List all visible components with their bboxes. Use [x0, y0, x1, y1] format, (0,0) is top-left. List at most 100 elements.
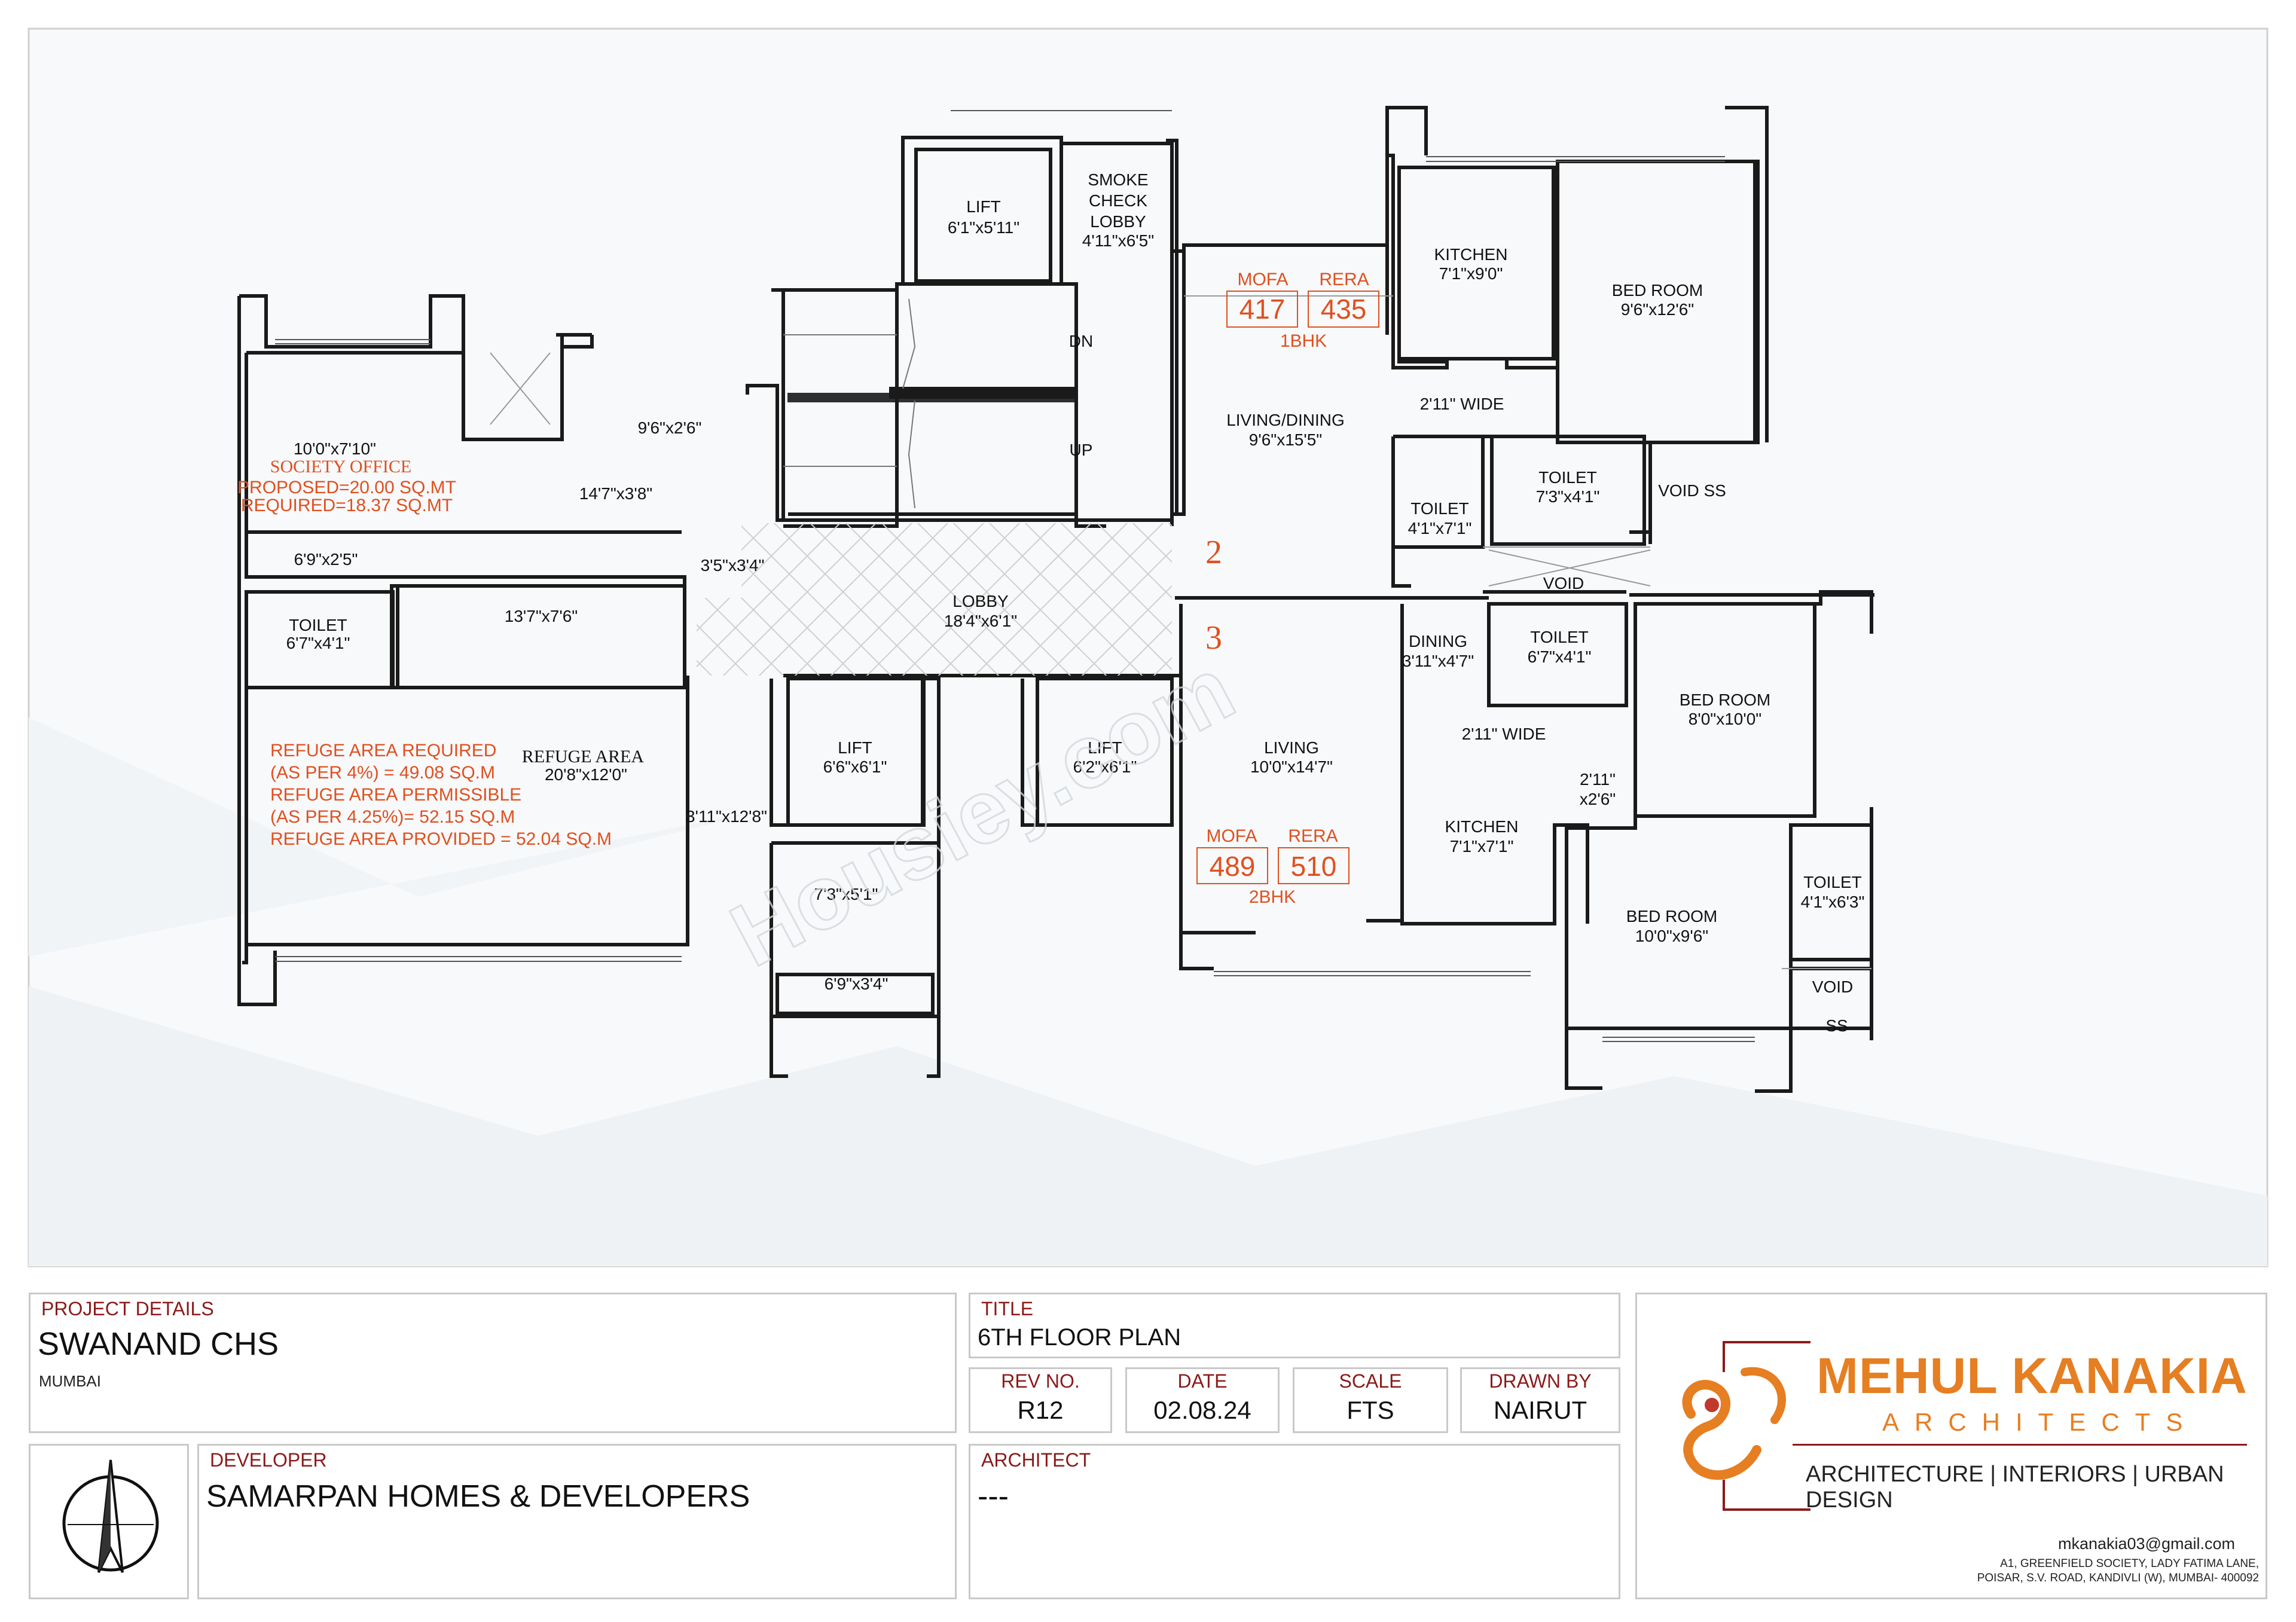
flat-3-rera-box [1278, 847, 1349, 884]
flat-2-toilet-b-size: 7'3"x4'1" [1536, 487, 1600, 506]
refuge-provided: REFUGE AREA PROVIDED = 52.04 SQ.M [270, 829, 612, 849]
passage-size-7: 7'3"x5'1" [814, 885, 878, 903]
window-lines [275, 110, 1755, 1042]
architect-box: ARCHITECT --- [969, 1444, 1620, 1599]
flat-3-dining: DINING [1409, 632, 1467, 650]
office-size: 10'0"x7'10" [294, 439, 376, 458]
flat-2-rera-value: 435 [1321, 294, 1367, 325]
firm-address-1: A1, GREENFIELD SOCIETY, LADY FATIMA LANE… [2000, 1557, 2259, 1570]
flat-3-toilet-b: TOILET [1803, 873, 1862, 891]
flat-3-toilet-b-size: 4'1"x6'3" [1801, 893, 1865, 911]
flat-2-wide: 2'11" WIDE [1420, 395, 1504, 413]
scale-cell: SCALE FTS [1293, 1367, 1448, 1433]
flat-3-rera-label: RERA [1288, 826, 1338, 846]
office-required: REQUIRED=18.37 SQ.MT [241, 496, 453, 515]
flat-3-mofa-label: MOFA [1206, 826, 1257, 846]
flat-2-toilet-b: TOILET [1538, 468, 1597, 487]
flat-3-bedroom-b-size: 10'0"x9'6" [1635, 927, 1708, 945]
passage-size-2: 14'7"x3'8" [579, 484, 652, 503]
flat-3-kitchen: KITCHEN [1445, 817, 1519, 836]
architect-label: ARCHITECT [981, 1449, 1091, 1471]
flat-3-living: LIVING [1264, 738, 1319, 757]
office-proposed: PROPOSED=20.00 SQ.MT [237, 478, 456, 497]
scale-label: SCALE [1339, 1370, 1402, 1392]
flat-2-type: 1BHK [1280, 331, 1327, 351]
project-name: SWANAND CHS [38, 1326, 279, 1362]
background-shape [29, 986, 2267, 1266]
project-details-box: PROJECT DETAILS SWANAND CHS MUMBAI [29, 1293, 957, 1433]
corridor-hatch [697, 598, 741, 676]
refuge-area-size: 20'8"x12'0" [545, 765, 627, 784]
developer-box: DEVELOPER SAMARPAN HOMES & DEVELOPERS [197, 1444, 957, 1599]
flat-2-living-size: 9'6"x15'5" [1249, 430, 1322, 449]
passage-size-8: 6'9"x3'4" [825, 975, 889, 993]
lobby-size: 18'4"x6'1" [944, 612, 1017, 630]
flat-2-kitchen: KITCHEN [1434, 245, 1508, 264]
developer-label: DEVELOPER [210, 1449, 327, 1471]
firm-email[interactable]: mkanakia03@gmail.com [2057, 1535, 2235, 1553]
toilet-left-size: 6'7"x4'1" [286, 634, 350, 652]
refuge-required-2: (AS PER 4%) = 49.08 SQ.M [270, 763, 495, 783]
date-label: DATE [1177, 1370, 1228, 1392]
flat-3-dining-size: 3'11"x4'7" [1402, 652, 1474, 670]
flat-2-kitchen-size: 7'1"x9'0" [1439, 264, 1503, 283]
flat-3-mofa-value: 489 [1210, 851, 1256, 882]
drawn-by-label: DRAWN BY [1489, 1370, 1592, 1392]
drawn-by-cell: DRAWN BY NAIRUT [1460, 1367, 1620, 1433]
flat-3-bedroom-a-size: 8'0"x10'0" [1689, 710, 1761, 728]
north-arrow-box [29, 1444, 189, 1599]
flat-2-living: LIVING/DINING [1226, 411, 1345, 429]
stair-up: UP [1070, 441, 1093, 459]
flat-2-rera-box [1308, 291, 1379, 328]
passage-size-3: 6'9"x2'5" [294, 550, 358, 569]
flat-3-bedroom-b: BED ROOM [1626, 907, 1717, 925]
refuge-permissible-2: (AS PER 4.25%)= 52.15 SQ.M [270, 807, 515, 827]
date-cell: DATE 02.08.24 [1125, 1367, 1280, 1433]
passage-size-4: 3'5"x3'4" [701, 556, 765, 575]
rev-value: R12 [1017, 1396, 1064, 1424]
refuge-permissible-1: REFUGE AREA PERMISSIBLE [270, 785, 521, 805]
flat-3-mofa-box [1196, 847, 1268, 884]
project-details-label: PROJECT DETAILS [41, 1298, 214, 1319]
society-office-label: SOCIETY OFFICE [270, 457, 411, 476]
thin-lines [490, 295, 1871, 969]
lift-2-label: LIFT [838, 738, 872, 757]
title-value: 6TH FLOOR PLAN [978, 1324, 1181, 1351]
firm-services: ARCHITECTURE | INTERIORS | URBAN DESIGN [1806, 1462, 2224, 1513]
flat-3-toilet-a-size: 6'7"x4'1" [1528, 647, 1592, 666]
passage-size-5: 13'7"x7'6" [505, 607, 578, 625]
flat-2-toilet-a: TOILET [1410, 499, 1469, 518]
smoke-check-size: 4'11"x6'5" [1082, 231, 1154, 250]
firm-name: MEHUL KANAKIA [1816, 1348, 2248, 1404]
lift-2-size: 6'6"x6'1" [823, 757, 887, 776]
drawn-by-value: NAIRUT [1493, 1396, 1587, 1424]
flat-2-void-ss: VOID SS [1658, 481, 1726, 500]
scale-value: FTS [1347, 1396, 1394, 1424]
firm-box: MEHUL KANAKIA ARCHITECTS ARCHITECTURE | … [1635, 1293, 2267, 1599]
background-shape [29, 717, 777, 957]
flat-2-rera-label: RERA [1319, 270, 1369, 289]
flat-3-passage-size: x2'6" [1580, 790, 1616, 808]
lift-top-size: 6'1"x5'11" [948, 218, 1019, 237]
project-city: MUMBAI [39, 1372, 101, 1390]
title-label: TITLE [981, 1298, 1034, 1319]
smoke-check-3: LOBBY [1090, 212, 1146, 231]
firm-address-2: POISAR, S.V. ROAD, KANDIVLI (W), MUMBAI-… [1977, 1572, 2259, 1584]
flat-3-rera-value: 510 [1291, 851, 1337, 882]
stair-dn: DN [1069, 332, 1093, 350]
architect-value: --- [978, 1479, 1009, 1514]
lobby-label: LOBBY [952, 592, 1009, 610]
date-value: 02.08.24 [1153, 1396, 1251, 1424]
smoke-check-2: CHECK [1089, 191, 1147, 210]
lift-3-label: LIFT [1088, 738, 1122, 757]
flat-3-void: VOID [1812, 978, 1853, 996]
flat-3-passage: 2'11" [1580, 770, 1616, 789]
flat-2-void: VOID [1543, 574, 1584, 592]
flat-2-number: 2 [1205, 534, 1222, 571]
flat-3-number: 3 [1205, 619, 1222, 656]
firm-rule [1793, 1444, 2247, 1446]
toilet-left-label: TOILET [289, 616, 347, 634]
flat-2-mofa-box [1226, 291, 1298, 328]
lobby-hatch [741, 523, 1172, 676]
